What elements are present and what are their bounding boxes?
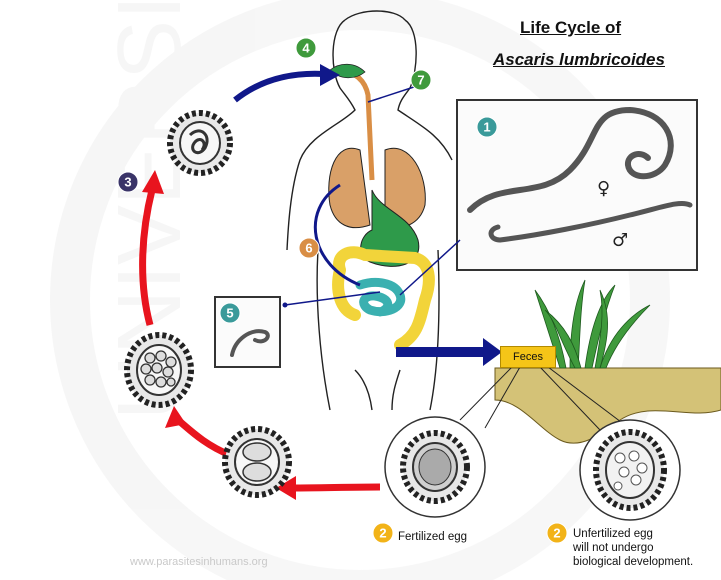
connector-7 — [368, 85, 420, 102]
stage-badge-4: 4 — [296, 38, 316, 58]
stage-badge-number: 2 — [379, 526, 386, 541]
red-arrow-1 — [292, 487, 380, 488]
stage-badge-6: 6 — [299, 238, 319, 258]
red-arrow-2 — [178, 420, 230, 455]
arrow-to-mouth — [235, 74, 325, 100]
egg-larva-stage — [170, 113, 230, 173]
stage-badge-1: 1 — [477, 117, 497, 137]
stage-badge-2: 2 — [373, 523, 393, 543]
stage-badge-7: 7 — [411, 70, 431, 90]
female-symbol: ♀ — [597, 178, 610, 199]
stage-badge-number: 4 — [302, 41, 310, 56]
unfertilized-egg-circle — [580, 420, 680, 520]
stage-badge-number: 7 — [417, 73, 424, 88]
unfertilized-line-2: will not undergo — [573, 541, 693, 555]
egg-two-cell-stage — [225, 429, 289, 495]
fertilized-egg-label: Fertilized egg — [398, 530, 467, 544]
stage-badge-number: 5 — [226, 306, 233, 321]
unfertilized-line-1: Unfertilized egg — [573, 527, 693, 541]
stage-badge-5: 5 — [220, 303, 240, 323]
unfertilized-egg-label: Unfertilized egg will not undergo biolog… — [573, 527, 693, 569]
title-line-1: Life Cycle of — [520, 18, 621, 38]
watermark-url: www.parasitesinhumans.org — [130, 556, 268, 568]
male-symbol: ♂ — [612, 230, 628, 251]
unfertilized-line-3: biological development. — [573, 555, 693, 569]
background-watermark: UNIVERSITAS — [70, 0, 650, 580]
stage-badge-3: 3 — [118, 172, 138, 192]
arrow-to-feces-shaft — [396, 347, 486, 357]
small-intestine — [360, 282, 401, 312]
stage-badge-2-2: 2 — [547, 523, 567, 543]
stage-badge-number: 1 — [483, 120, 490, 135]
stage-badge-number: 3 — [124, 175, 131, 190]
fertilized-egg-circle — [385, 417, 485, 517]
title-line-2: Ascaris lumbricoides — [493, 50, 665, 70]
stage-badge-number: 6 — [305, 241, 312, 256]
egg-morula-stage — [127, 335, 191, 405]
stage-badge-number: 2 — [553, 526, 560, 541]
feces-label: Feces — [500, 346, 556, 368]
